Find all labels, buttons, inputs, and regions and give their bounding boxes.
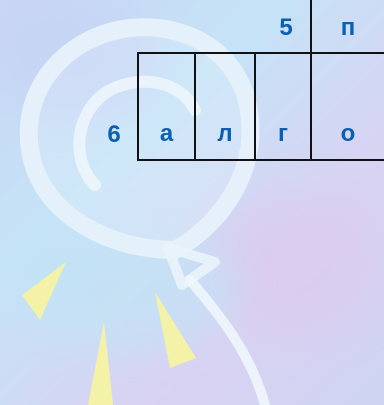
grid-line (137, 159, 384, 161)
grid-line (137, 52, 384, 54)
crossword-cell-l: л (196, 110, 254, 158)
balloon-string (190, 280, 265, 405)
crossword-cell-o: о (312, 110, 384, 158)
light-ray (88, 322, 113, 405)
crossword-cell-a: а (139, 110, 194, 158)
crossword-row-6: а л г о (137, 52, 384, 161)
light-ray (155, 292, 196, 368)
clue-number-6: 6 (92, 110, 136, 160)
light-ray (22, 262, 66, 320)
crossword-cell-p: п (312, 8, 384, 48)
crossword-cell-g: г (256, 110, 310, 158)
clue-number-5: 5 (264, 8, 308, 48)
